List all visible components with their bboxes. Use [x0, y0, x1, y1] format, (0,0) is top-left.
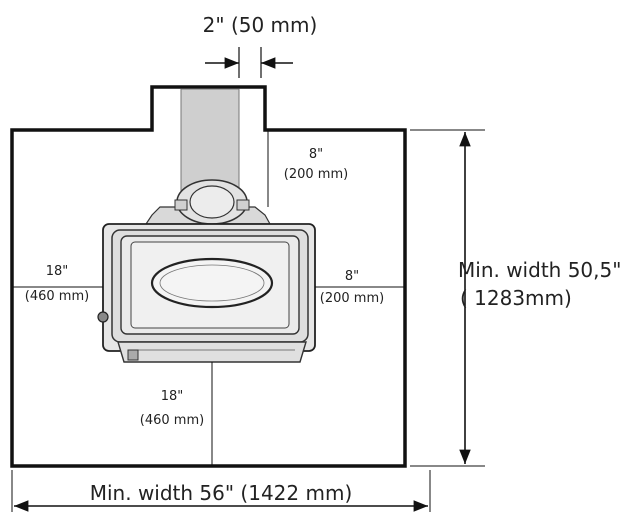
front-clearance-inch: 18"	[161, 389, 184, 404]
left-clearance: 18" (460 mm)	[12, 264, 103, 304]
stove-window	[150, 257, 274, 309]
right-clearance-inch: 8"	[345, 269, 359, 284]
depth-dimension: Min. width 50,5" ( 1283mm)	[410, 129, 621, 467]
depth-label-line2: ( 1283mm)	[460, 286, 572, 310]
right-clearance-mm: (200 mm)	[320, 291, 384, 306]
rear-clearance-inch: 8"	[309, 147, 323, 162]
left-clearance-inch: 18"	[46, 264, 69, 279]
left-clearance-mm: (460 mm)	[25, 289, 89, 304]
flue-gap-label: 2" (50 mm)	[203, 13, 318, 37]
rear-clearance-mm: (200 mm)	[284, 167, 348, 182]
front-clearance-mm: (460 mm)	[140, 413, 204, 428]
front-clearance: 18" (460 mm)	[140, 362, 213, 466]
width-dimension: Min. width 56" (1422 mm)	[11, 470, 431, 512]
depth-label-line1: Min. width 50,5"	[458, 258, 621, 282]
right-clearance: 8" (200 mm)	[315, 269, 405, 306]
rear-clearance: 8" (200 mm)	[267, 130, 348, 207]
width-label: Min. width 56" (1422 mm)	[90, 481, 353, 505]
flue-gap-dimension: 2" (50 mm)	[203, 13, 318, 78]
stove	[97, 179, 316, 363]
room-outline	[10, 85, 407, 468]
door-handle	[97, 311, 109, 323]
